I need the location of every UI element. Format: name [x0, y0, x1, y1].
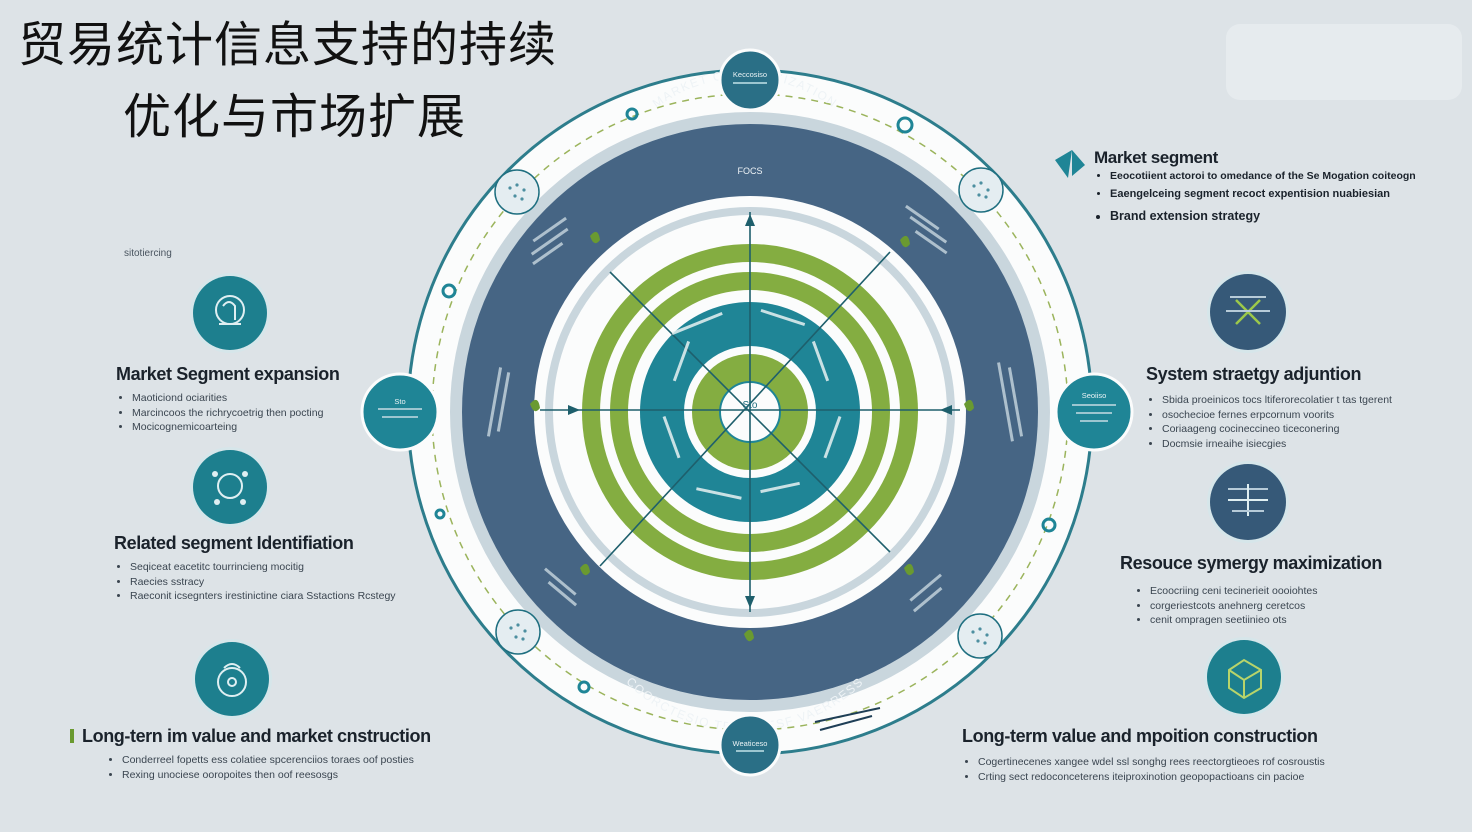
dotted-badge-dots	[508, 181, 990, 645]
list-item: Marcincoos the richrycoetrig then poctin…	[132, 406, 416, 421]
panel-heading: Long-term value and mpoition constructio…	[962, 726, 1318, 746]
list-item: Eaengelceing segment recoct expentision …	[1110, 183, 1454, 205]
ring-label-stripes	[486, 204, 1024, 613]
panel-heading: Resouce symergy maximization	[1120, 553, 1382, 573]
panel-system-strategy: System straetgy adjuntion Sbida proeinic…	[1146, 364, 1456, 451]
svg-text:Seoiiso: Seoiiso	[1082, 391, 1107, 400]
list-item: Docmsie irneaihe isiecgies	[1162, 437, 1456, 452]
list-item: Seqiceat eacetitc tourrincieng mocitig	[130, 560, 444, 575]
panel-list: Maoticiond ociarities Marcincoos the ric…	[116, 391, 416, 435]
panel-list: Ecoocriing ceni tecinerieit oooiohtes co…	[1120, 584, 1420, 628]
compass-icon	[1210, 274, 1286, 350]
list-item: Coriaageng cocineccineo ticeconering	[1162, 422, 1456, 437]
list-item: Eeocotiient actoroi to omedance of the S…	[1110, 170, 1454, 183]
svg-text:Sto: Sto	[394, 397, 405, 406]
small-tag: sitotiercing	[124, 248, 172, 259]
list-item: osochecioe fernes erpcornum voorits	[1162, 408, 1456, 423]
faded-box	[1226, 24, 1462, 100]
panel-list: Conderreel fopetts ess colatiee spcerenc…	[70, 753, 460, 782]
list-item: Raeconit icsegnters irestinictine ciara …	[130, 589, 444, 604]
list-item: corgeriestcots anehnerg ceretcos	[1150, 599, 1420, 614]
ring-sub-text: FOCS	[737, 166, 762, 176]
list-item: Ecoocriing ceni tecinerieit oooiohtes	[1150, 584, 1420, 599]
list-item: Sbida proeinicos tocs ltiferorecolatier …	[1162, 393, 1456, 408]
outer-node-top: Keccosiso	[718, 48, 782, 112]
list-item: Mocicognemicoarteing	[132, 420, 416, 435]
outer-node-left: Sto	[360, 372, 440, 452]
list-item: Cogertinecenes xangee wdel ssl songhg re…	[978, 755, 1402, 770]
title-line-1: 贸易统计信息支持的持续	[18, 17, 558, 73]
title-line-2: 优化与市场扩展	[123, 89, 467, 145]
piggy-icon	[195, 642, 269, 716]
chart-icon	[193, 276, 267, 350]
dotted-badges	[494, 167, 1004, 659]
arrow-heads	[568, 214, 952, 608]
panel-long-term-right: Long-term value and mpoition constructio…	[962, 726, 1402, 784]
center-text: Sto	[742, 400, 757, 411]
panel-heading-row: Long-tern im value and market cnstructio…	[70, 726, 460, 747]
small-ring-markers	[434, 107, 1057, 694]
svg-text:Keccosiso: Keccosiso	[733, 70, 767, 79]
list-item: cenit ompragen seetiinieo ots	[1150, 613, 1420, 628]
list-item: Raecies sstracy	[130, 575, 444, 590]
list-item: Conderreel fopetts ess colatiee spcerenc…	[122, 753, 460, 768]
panel-long-term-left: Long-tern im value and market cnstructio…	[70, 726, 460, 782]
list-item: Maoticiond ociarities	[132, 391, 416, 406]
pen-marks	[814, 707, 881, 731]
spokes	[540, 212, 960, 612]
page-title: 贸易统计信息支持的持续 优化与市场扩展	[18, 14, 658, 148]
panel-heading: Market Segment expansion	[116, 364, 340, 384]
panel-heading: Market segment	[1094, 148, 1218, 167]
teal-ring-stripes	[662, 308, 842, 500]
panel-heading: System straetgy adjuntion	[1146, 364, 1362, 384]
green-marker	[70, 729, 74, 743]
list-item: Rexing unociese ooropoites then oof rees…	[122, 768, 460, 783]
panel-related-segment: Related segment Identifiation Seqiceat e…	[114, 533, 444, 604]
list-item: Crting sect redoconceterens iteiproxinot…	[978, 770, 1402, 785]
panel-market-segment: Market segment Eeocotiient actoroi to om…	[1094, 148, 1454, 227]
gauge-icon	[1210, 464, 1286, 540]
panel-list: Seqiceat eacetitc tourrincieng mocitig R…	[114, 560, 444, 604]
leaf-markers	[530, 231, 974, 642]
panel-heading: Related segment Identifiation	[114, 533, 354, 553]
outer-node-right: Seoiiso	[1054, 372, 1134, 452]
cube-icon	[1207, 640, 1281, 714]
network-icon	[193, 450, 267, 524]
svg-text:Weaticeso: Weaticeso	[733, 739, 768, 748]
panel-list: Cogertinecenes xangee wdel ssl songhg re…	[962, 755, 1402, 784]
outer-node-bottom: Weaticeso	[718, 713, 782, 777]
panel-market-segment-expansion: Market Segment expansion Maoticiond ocia…	[116, 364, 416, 435]
list-item: Brand extension strategy	[1110, 205, 1454, 227]
panel-list: Sbida proeinicos tocs ltiferorecolatier …	[1146, 393, 1456, 451]
panel-list: Eeocotiient actoroi to omedance of the S…	[1094, 170, 1454, 227]
market-segment-icon	[1055, 150, 1085, 178]
panel-heading: Long-tern im value and market cnstructio…	[82, 726, 431, 746]
panel-resource-synergy: Resouce symergy maximization Ecoocriing …	[1120, 553, 1420, 628]
